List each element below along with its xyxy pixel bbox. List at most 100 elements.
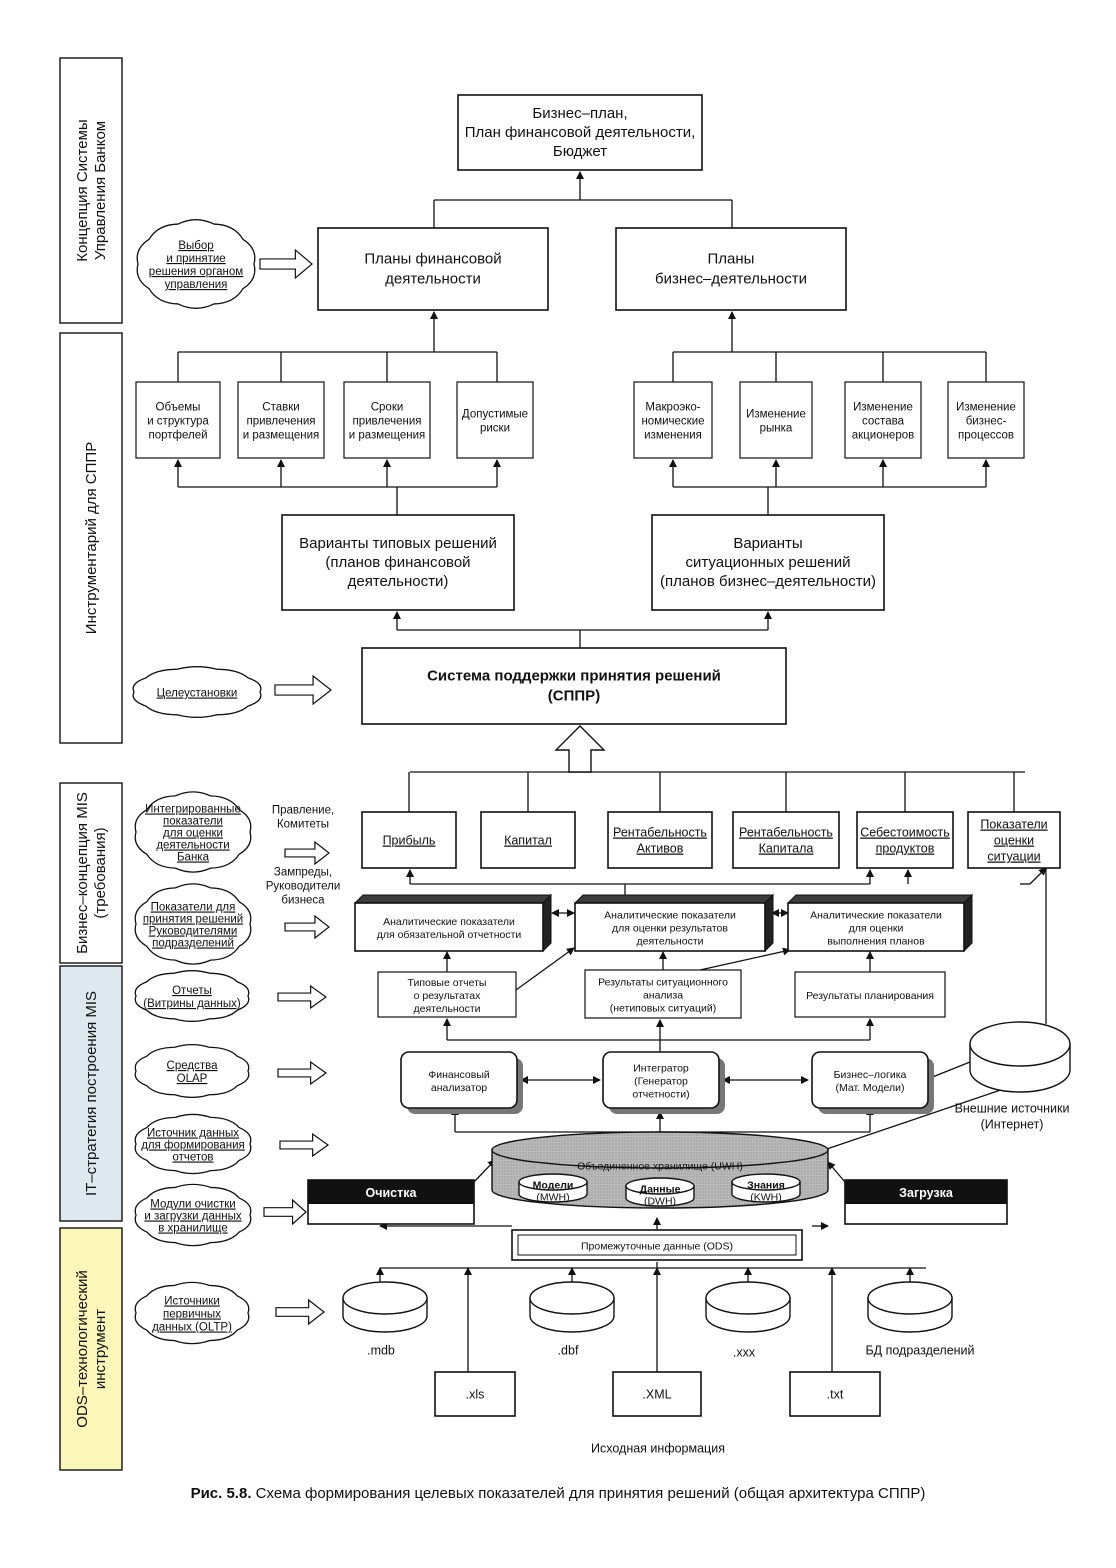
analytics-box (354, 902, 544, 952)
label-line: Объединенное хранилище (UWH) (577, 1161, 743, 1173)
cloud-shape (134, 1043, 250, 1099)
label-line: и принятие (166, 253, 225, 265)
label-line: Модули очистки (150, 1199, 235, 1211)
hollow-arrow (263, 1198, 307, 1226)
label-line: Изменение (746, 409, 806, 421)
label-line: План финансовой деятельности, (465, 124, 696, 141)
typical-variants-box: Варианты типовых решений(планов финансов… (299, 535, 497, 590)
connector-line (699, 947, 791, 971)
source-db-label: .xxx (733, 1346, 756, 1360)
label-line: подразделений (152, 938, 234, 950)
label-line: Планы (708, 251, 755, 268)
label-line: (MWH) (536, 1192, 569, 1204)
label-line: Рентабельность (739, 826, 833, 840)
label-line: ситуационных решений (685, 554, 850, 571)
source-info-label: Исходная информация (591, 1442, 725, 1456)
ods-inner (517, 1234, 797, 1256)
factor-box: Допустимые риски (462, 409, 528, 435)
report-box (794, 971, 946, 1018)
label-line: Интегратор (633, 1063, 689, 1075)
label-line: .txt (827, 1388, 844, 1402)
indicator-box (480, 811, 576, 869)
external-sources-label: Внешние источники(Интернет) (955, 1102, 1070, 1132)
label-line: Бизнес–план, (532, 105, 627, 122)
factor-box (343, 381, 431, 459)
label-line: (Мат. Модели) (835, 1082, 904, 1094)
label-line: Комитеты (277, 819, 329, 831)
analytics-box (787, 902, 965, 952)
factor-box (947, 381, 1025, 459)
factor-box (739, 381, 813, 459)
label-line: процессов (958, 430, 1014, 442)
hollow-arrow (274, 674, 332, 706)
label-line: Ставки (262, 402, 299, 414)
label-line: Объемы (156, 402, 201, 414)
cloud-label: Целеустановки (157, 688, 238, 700)
hollow-arrow (277, 984, 328, 1010)
label-line: OLAP (177, 1073, 208, 1085)
dwh-db-top (625, 1177, 695, 1195)
source-db-label: .dbf (558, 1344, 579, 1358)
source-db-top (867, 1281, 953, 1315)
label-line: для оценки (849, 923, 904, 935)
source-db-label: БД подразделений (865, 1344, 974, 1358)
label-line: изменения (644, 430, 702, 442)
label-line: Допустимые (462, 409, 528, 421)
external-sources-db-top (969, 1021, 1071, 1067)
connector-line (515, 947, 575, 991)
figure-caption: Рис. 5.8. Схема формирования целевых пок… (191, 1485, 926, 1502)
integrator-box (602, 1051, 720, 1109)
connector-line (929, 1059, 976, 1079)
loading-label: Загрузка (899, 1186, 954, 1200)
label-line: Промежуточные данные (ODS) (581, 1241, 733, 1253)
dwh-label: Данные(DWH) (640, 1184, 681, 1208)
label-line: деятельности (637, 936, 704, 948)
hollow-arrow (259, 248, 313, 280)
label-line: Показатели для (151, 902, 236, 914)
label-line: Выбор (178, 240, 213, 252)
business-logic-box: Бизнес–логика(Мат. Модели) (834, 1069, 907, 1094)
label-line: решения органом (149, 266, 243, 278)
label-line: бизнес–деятельности (655, 271, 807, 288)
label-line: Варианты (733, 535, 802, 552)
biz-plans-box: Планы бизнес–деятельности (655, 251, 807, 288)
report-box: Результаты планирования (806, 990, 934, 1002)
factor-box (844, 381, 922, 459)
label-line: риски (480, 423, 510, 435)
hollow-arrow (277, 1060, 328, 1086)
cloud-shape (134, 1113, 252, 1175)
business-logic-box (811, 1051, 929, 1109)
situational-variants-box (651, 514, 885, 611)
source-file-box (789, 1371, 881, 1417)
cleaning-header (308, 1180, 474, 1204)
fin-plans-box (317, 227, 549, 311)
factor-box (135, 381, 221, 459)
indicator-box: Прибыль (383, 834, 436, 848)
hollow-arrow (284, 914, 330, 940)
typical-variants-box (281, 514, 515, 611)
report-box (584, 969, 742, 1019)
label-line: номические (641, 416, 704, 428)
box-3d-top (573, 894, 775, 904)
side-label: ODS–технологическийинструмент (74, 1270, 109, 1427)
label-line: (СППР) (548, 688, 600, 705)
cloud-shape (132, 666, 262, 718)
label-line: Исходная информация (591, 1442, 725, 1456)
hollow-up-arrow (554, 725, 606, 773)
